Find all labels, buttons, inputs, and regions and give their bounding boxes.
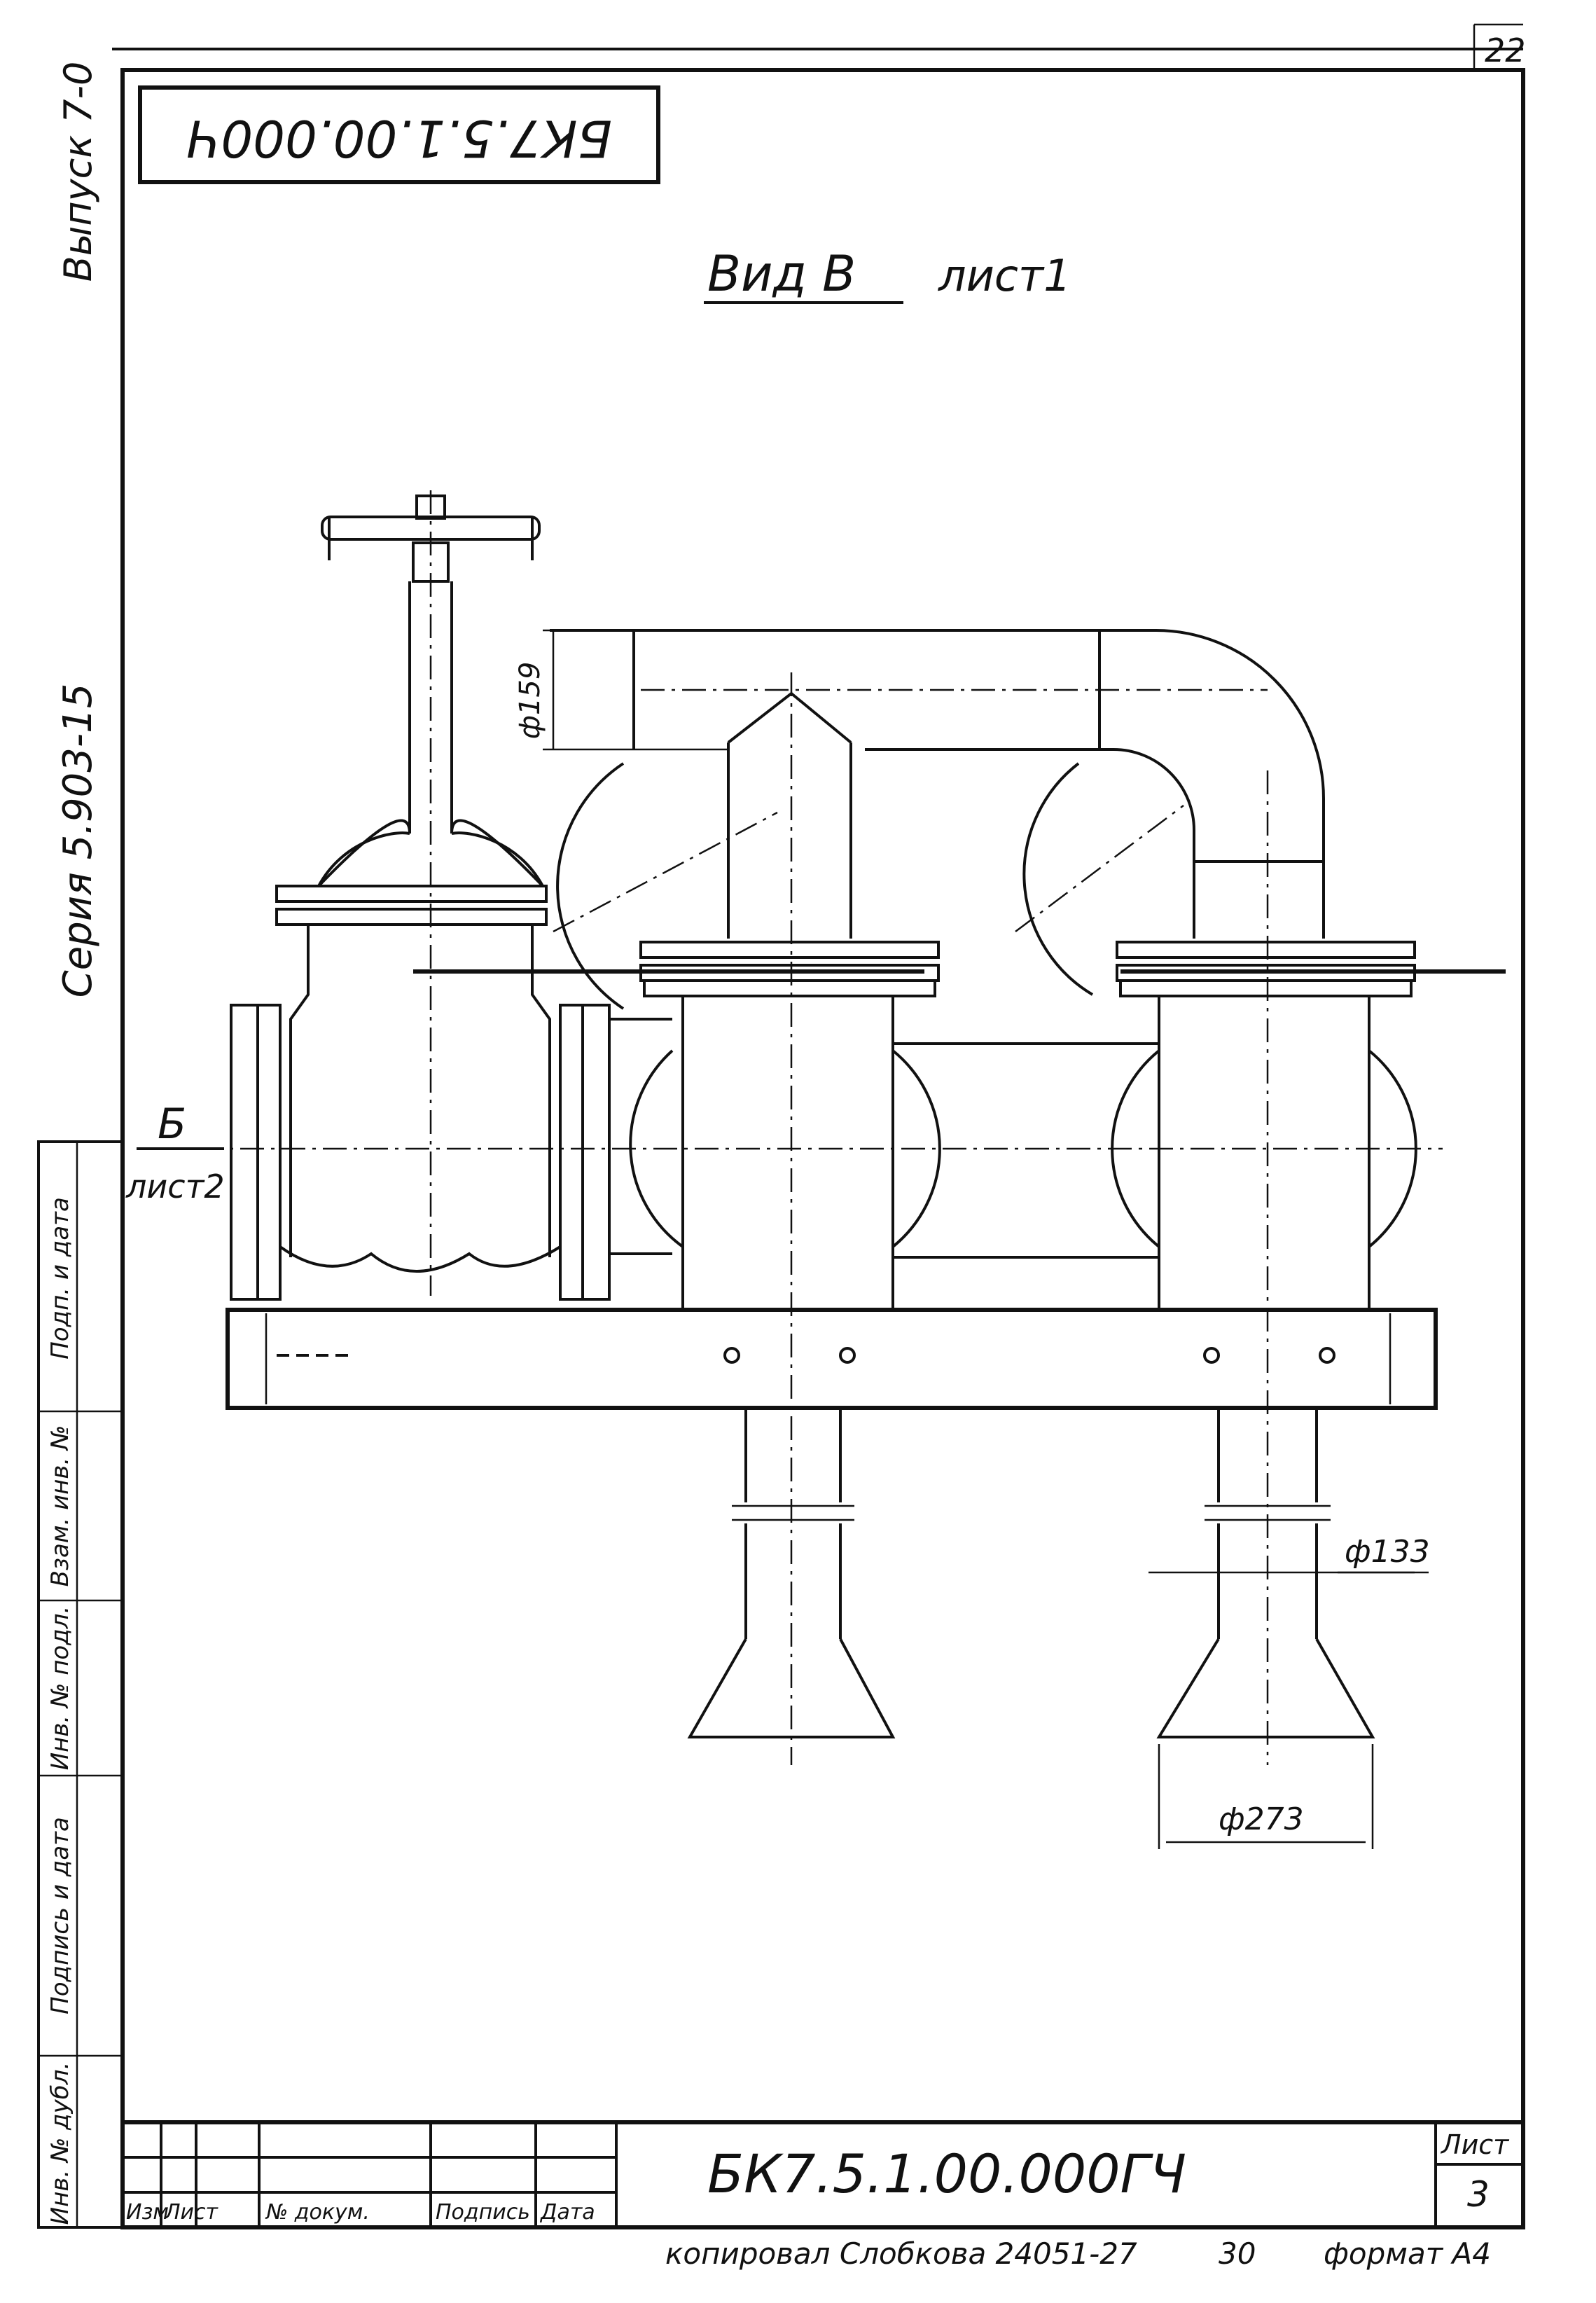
pipe-159-assembly — [550, 629, 1325, 1010]
left-margin-series: Серия 5.903-15 — [55, 684, 101, 998]
sheet-frame — [112, 23, 1525, 2229]
title-header-list: Лист — [164, 2200, 219, 2225]
title-header-sign: Подпись — [436, 2200, 530, 2225]
lower-bodies — [629, 995, 1417, 1311]
section-marker: Б лист2 — [125, 1100, 225, 1205]
side-label-3: Инв. № подл. — [46, 1606, 74, 1771]
sheet-corner-number: 22 — [1485, 32, 1526, 69]
section-marker-sheet: лист2 — [125, 1168, 225, 1205]
middle-flanges — [413, 941, 1506, 997]
title-block — [123, 2120, 1523, 2227]
view-caption: Вид В лист1 — [704, 245, 1071, 304]
dimension-273: ф273 — [1158, 1744, 1374, 1849]
gate-valve — [230, 495, 672, 1301]
section-marker-letter: Б — [158, 1100, 186, 1149]
dimension-159: ф159 — [514, 629, 728, 751]
side-label-4: Подпись и дата — [46, 1817, 74, 2014]
center-lines — [158, 490, 1443, 1765]
title-header-izm: Изм — [126, 2200, 169, 2225]
title-block-code: БК7.5.1.00.000ГЧ — [707, 2143, 1186, 2205]
side-label-2: Взам. инв. № — [46, 1425, 74, 1587]
footer-format: формат А4 — [1324, 2236, 1491, 2271]
view-caption-sheet: лист1 — [938, 250, 1071, 301]
view-caption-view: Вид В — [707, 245, 856, 303]
footer-number: 30 — [1219, 2236, 1256, 2271]
dimension-159-label: ф159 — [514, 662, 546, 740]
left-margin-issue: Выпуск 7-0 — [56, 62, 100, 282]
footer-copied-by: копировал Слобкова 24051-27 — [665, 2236, 1137, 2271]
side-label-5: Инв. № дубл. — [46, 2062, 74, 2225]
title-block-sheet-number: 3 — [1467, 2174, 1490, 2215]
stamp-box: БК7.5.1.00.000Ч — [138, 85, 660, 184]
side-strip — [37, 1140, 124, 2229]
title-block-sheet-label: Лист — [1440, 2129, 1510, 2160]
base-frame — [225, 1308, 1438, 1410]
title-header-date: Дата — [539, 2200, 595, 2225]
side-label-1: Подп. и дата — [46, 1197, 74, 1360]
dimension-133: ф133 — [1149, 1534, 1430, 1574]
dimension-273-label: ф273 — [1219, 1801, 1304, 1837]
stamp-code-rotated: БК7.5.1.00.000Ч — [186, 109, 612, 167]
title-header-doc: № докум. — [265, 2200, 370, 2225]
dimension-133-label: ф133 — [1345, 1534, 1430, 1570]
